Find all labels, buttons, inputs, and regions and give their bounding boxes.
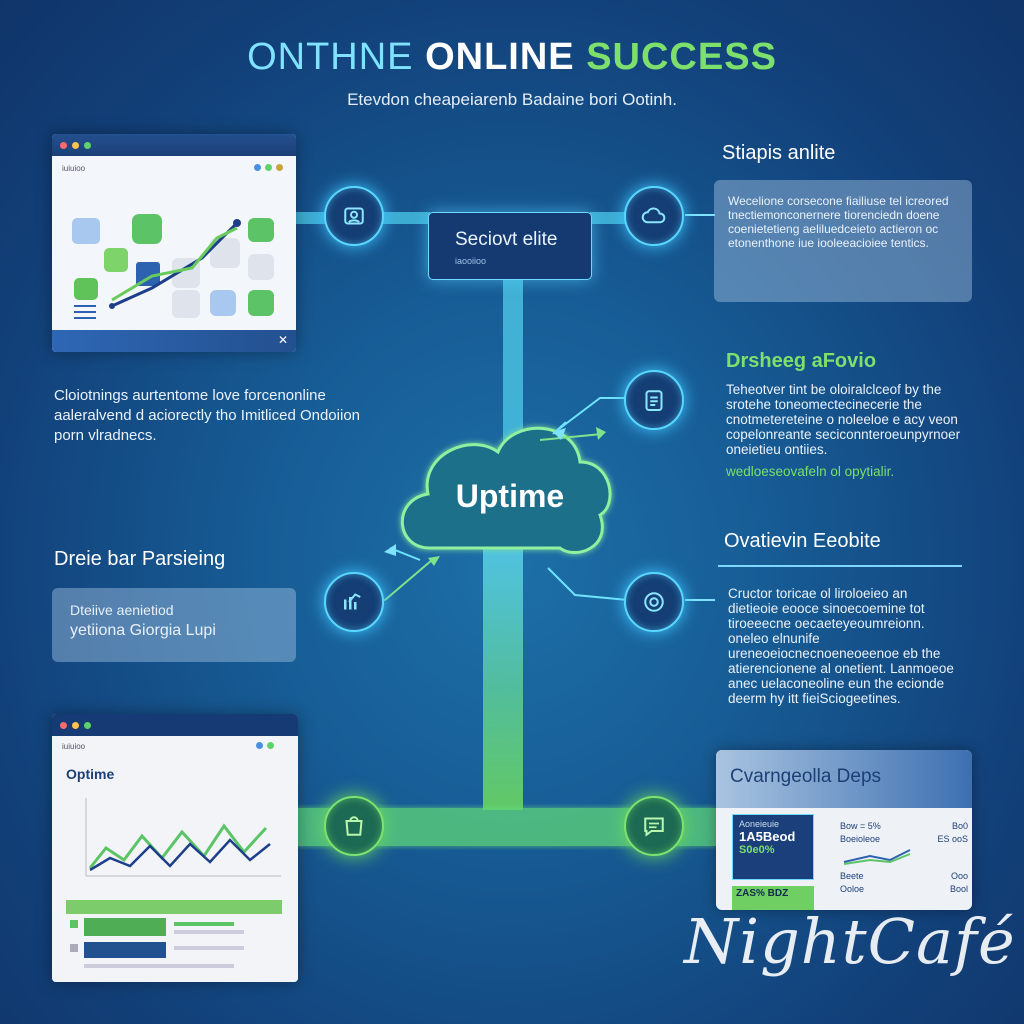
- growth-chart-icon: [344, 593, 361, 610]
- node-cloud-stats[interactable]: [624, 186, 684, 246]
- maximize-dot-icon[interactable]: [84, 721, 91, 729]
- bar-line: [174, 930, 244, 934]
- link-top-right: [590, 212, 630, 224]
- close-icon[interactable]: ✕: [277, 333, 288, 347]
- watermark: NightCafé: [684, 905, 1016, 978]
- hub-label-box: Seciovt elite iaooiioo: [428, 212, 592, 280]
- progress-row-1: [66, 900, 282, 914]
- stat1-sub: S0e0%: [739, 844, 775, 856]
- status-dots: [256, 742, 274, 749]
- title-part-2: ONLINE: [425, 36, 575, 78]
- cloud-label: Uptime: [455, 478, 565, 514]
- bar-blue: [84, 942, 166, 958]
- stat-line: Ooo: [950, 871, 968, 881]
- section-1-heading: Stiapis anlite: [722, 142, 836, 164]
- checkbox-1[interactable]: [70, 920, 78, 928]
- uptime-cloud: [400, 427, 612, 554]
- node-target[interactable]: [624, 572, 684, 632]
- dashboard-tiles-chart: [72, 214, 274, 319]
- stats-card: Cvarngeolla Deps Aoneieuie 1A5Beod S0e0%…: [716, 750, 972, 910]
- node-report[interactable]: [624, 370, 684, 430]
- left-description: Cloiotnings aurtentome love forcenonline…: [54, 387, 360, 444]
- section-2-heading: Drsheeg aFovio: [726, 350, 877, 372]
- left-info-panel: Dteiive aenietiod yetiiona Giorgia Lupi: [52, 588, 296, 662]
- chart-title: Optime: [66, 766, 115, 782]
- stat-line: Bow = 5%: [840, 821, 881, 831]
- node-shopping[interactable]: [324, 796, 384, 856]
- bar-line: [84, 964, 234, 968]
- minimize-dot-icon[interactable]: [72, 721, 79, 729]
- node-profile[interactable]: [324, 186, 384, 246]
- uptime-line-chart: [85, 798, 281, 877]
- arrow-to-left-node: [384, 559, 433, 601]
- close-dot-icon[interactable]: [60, 721, 67, 729]
- shopping-bag-icon: [345, 816, 363, 836]
- user-card-icon: [344, 207, 364, 225]
- minimize-dot-icon[interactable]: [72, 141, 79, 149]
- node-chat[interactable]: [624, 796, 684, 856]
- stat1-label: Aoneieuie: [739, 819, 780, 829]
- bar-line: [174, 946, 244, 950]
- hub-title: Seciovt elite: [455, 229, 558, 250]
- panel-line-2: yetiiona Giorgia Lupi: [70, 622, 216, 639]
- section-3-heading: Ovatievin Eeobite: [724, 530, 881, 552]
- title-part-3: SUCCESS: [586, 36, 777, 78]
- dashboard-window-top: iuiuioo ✕: [52, 134, 296, 352]
- title-part-1: ONTHNE: [247, 36, 414, 78]
- stat-line: ES ooS: [937, 834, 968, 844]
- left-heading: Dreie bar Parsieing: [54, 548, 226, 570]
- window-titlebar: [52, 134, 296, 156]
- node-growth[interactable]: [324, 572, 384, 632]
- trunk-lower: [483, 540, 523, 810]
- stat-line: Ooloe: [840, 884, 865, 894]
- trunk-upper: [503, 280, 523, 460]
- stats-list: Bow = 5% Bo0 Boeioleoe ES ooS Beete Ooo Ool…: [840, 820, 968, 896]
- stat-box-1: Aoneieuie 1A5Beod S0e0%: [732, 814, 814, 880]
- bar-line: [174, 922, 234, 926]
- page-title: ONTHNE ONLINE SUCCESS: [0, 36, 1024, 79]
- section-1-panel: Wecelione corsecone fiailiuse tel icreor…: [714, 180, 972, 302]
- section-3-text: Cructor toricae ol liroloeieo an dietieo…: [728, 586, 954, 706]
- stat-box-2: ZAS% BDZ: [732, 886, 814, 910]
- app-name: iuiuioo: [62, 742, 86, 751]
- status-dots: [254, 164, 283, 171]
- stat-line: Beete: [840, 871, 864, 881]
- chat-bubble-icon: [644, 817, 664, 837]
- clipboard-icon: [645, 390, 663, 411]
- section-2-green-text: wedloeseovafeln ol opytialir.: [726, 464, 895, 479]
- hub-subtitle: iaooiioo: [455, 256, 487, 266]
- stat1-value: 1A5Beod: [739, 829, 796, 844]
- dashboard-window-bottom: iuiuioo Optime: [52, 714, 298, 982]
- section-2-text: Teheotver tint be oloiralclceof by the s…: [726, 382, 961, 457]
- arrow-up-right: [539, 433, 603, 441]
- section-4-heading: Cvarngeolla Deps: [730, 766, 882, 787]
- section-1-text: Wecelione corsecone fiailiuse tel icreor…: [728, 194, 949, 250]
- stats-card-header: Cvarngeolla Deps: [716, 750, 972, 808]
- stat-line: Bo0: [951, 821, 968, 831]
- arrow-to-ovatievin: [547, 567, 629, 601]
- arrow-to-drsheeg: [554, 397, 628, 433]
- window-titlebar-bottom: [52, 714, 298, 736]
- maximize-dot-icon[interactable]: [84, 141, 91, 149]
- stat2-value: ZAS% BDZ: [736, 888, 789, 899]
- checkbox-2[interactable]: [70, 944, 78, 952]
- close-dot-icon[interactable]: [60, 141, 67, 149]
- mini-trend-chart: [843, 849, 911, 865]
- target-icon: [644, 592, 664, 612]
- cloud-icon: [641, 207, 666, 224]
- page-subtitle: Etevdon cheapeiarenb Badaine bori Ootinh…: [347, 90, 677, 109]
- app-name: iuiuioo: [62, 164, 86, 173]
- stat-line: Bool: [949, 884, 968, 894]
- stat-line: Boeioleoe: [840, 834, 881, 844]
- bar-green: [84, 918, 166, 936]
- panel-line-1: Dteiive aenietiod: [70, 602, 174, 618]
